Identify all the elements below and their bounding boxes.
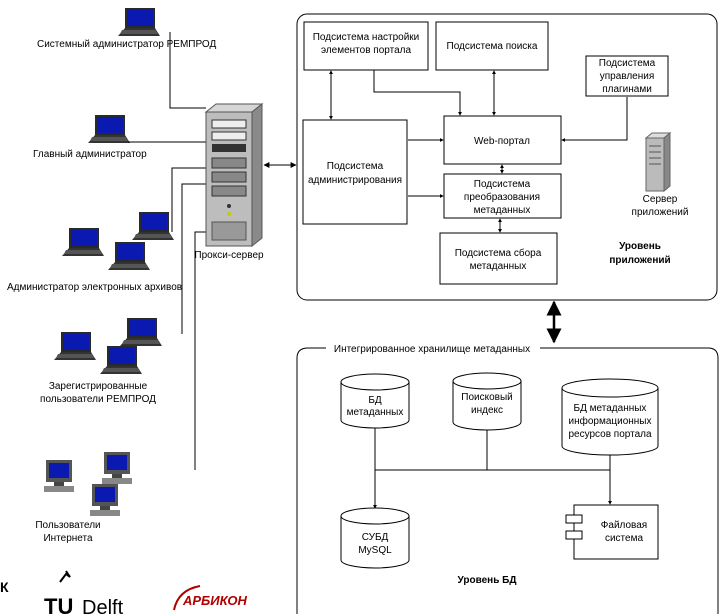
search-subsystem-box bbox=[435, 21, 549, 71]
transform-subsystem-box bbox=[443, 173, 562, 219]
transform-subsystem-label-3: метаданных bbox=[474, 205, 531, 216]
resources-db-label-3: ресурсов портала bbox=[568, 429, 652, 440]
app-level-label-2: приложений bbox=[609, 255, 670, 266]
file-system-label-1: Файловая bbox=[601, 520, 647, 531]
tudelft-logo: TU Delft bbox=[44, 570, 124, 614]
proxy-server-icon bbox=[204, 102, 264, 248]
admin-subsystem-box bbox=[302, 119, 408, 225]
search-index-cylinder bbox=[452, 372, 522, 431]
web-portal-label: Web-портал bbox=[474, 136, 530, 147]
db-level-label: Уровень БД bbox=[458, 575, 517, 586]
app-server-icon bbox=[644, 131, 672, 193]
db-level-container bbox=[296, 347, 719, 614]
user-main-admin: Главный администратор bbox=[33, 115, 147, 160]
db-level-title: Интегрированное хранилище метаданных bbox=[334, 344, 530, 355]
meta-db-cylinder bbox=[340, 373, 410, 429]
collect-subsystem-label-1: Подсистема сбора bbox=[455, 247, 542, 259]
laptop-icon bbox=[120, 318, 162, 346]
arbicon-logo-text: АРБИКОН bbox=[182, 593, 248, 608]
search-subsystem-label: Подсистема поиска bbox=[447, 41, 538, 52]
file-system-label-2: система bbox=[605, 533, 643, 544]
tudelft-logo-text: Delft bbox=[82, 597, 124, 614]
user-archive-admin: Администратор электронных архивов bbox=[7, 212, 182, 293]
db-connections bbox=[373, 428, 612, 509]
search-index-label-1: Поисковый bbox=[461, 392, 512, 403]
desktop-computer-icon bbox=[90, 484, 120, 516]
desktop-computer-icon bbox=[44, 460, 74, 492]
laptop-icon bbox=[132, 212, 174, 240]
resources-db-label-1: БД метаданных bbox=[574, 403, 647, 414]
admin-subsystem-label-2: администрирования bbox=[308, 175, 402, 186]
laptop-icon bbox=[100, 346, 142, 374]
plugins-subsystem-label-3: плагинами bbox=[602, 84, 652, 95]
config-subsystem-label-1: Подсистема настройки bbox=[313, 32, 420, 43]
user-sysadmin-label: Системный администратор РЕМПРОД bbox=[37, 39, 216, 50]
dbms-label-2: MySQL bbox=[358, 545, 392, 556]
dbms-label-1: СУБД bbox=[362, 532, 389, 543]
config-subsystem-box bbox=[303, 21, 429, 71]
plugins-subsystem-label-2: управления bbox=[600, 71, 655, 82]
partial-logo-text: К bbox=[0, 579, 9, 595]
user-registered-label-2: пользователи РЕМПРОД bbox=[40, 394, 156, 405]
laptop-icon bbox=[118, 8, 160, 36]
collect-subsystem-box bbox=[439, 232, 558, 285]
laptop-icon bbox=[54, 332, 96, 360]
user-main-admin-label: Главный администратор bbox=[33, 149, 147, 160]
app-server-label-2: приложений bbox=[632, 207, 689, 218]
user-sysadmin: Системный администратор РЕМПРОД bbox=[37, 8, 216, 50]
meta-db-label-1: БД bbox=[368, 395, 382, 406]
file-system-component bbox=[565, 504, 659, 560]
resources-db-cylinder bbox=[561, 378, 659, 456]
user-internet-label-2: Интернета bbox=[43, 533, 93, 544]
dbms-cylinder bbox=[340, 507, 410, 569]
tudelft-logo-prefix: TU bbox=[44, 594, 73, 614]
desktop-computer-icon bbox=[102, 452, 132, 484]
user-registered-label-1: Зарегистрированные bbox=[49, 381, 148, 392]
meta-db-label-2: метаданных bbox=[347, 407, 404, 418]
web-portal-box bbox=[443, 115, 562, 165]
config-subsystem-label-2: элементов портала bbox=[321, 45, 412, 56]
collect-subsystem-label-2: метаданных bbox=[470, 261, 527, 272]
search-index-label-2: индекс bbox=[471, 405, 503, 416]
laptop-icon bbox=[88, 115, 130, 143]
user-archive-admin-label: Администратор электронных архивов bbox=[7, 282, 182, 293]
user-internet: Пользователи Интернета bbox=[35, 452, 132, 544]
arbicon-logo: АРБИКОН bbox=[173, 585, 248, 611]
plugins-subsystem-box bbox=[585, 55, 669, 97]
user-registered: Зарегистрированные пользователи РЕМПРОД bbox=[40, 318, 162, 405]
user-internet-label-1: Пользователи bbox=[35, 520, 100, 531]
plugins-subsystem-label-1: Подсистема bbox=[599, 58, 656, 69]
flame-icon bbox=[59, 570, 71, 583]
transform-subsystem-label-1: Подсистема bbox=[474, 179, 531, 190]
transform-subsystem-label-2: преобразования bbox=[464, 191, 540, 203]
app-level-label-1: Уровень bbox=[619, 241, 661, 252]
resources-db-label-2: информационных bbox=[568, 415, 651, 427]
laptop-icon bbox=[108, 242, 150, 270]
laptop-icon bbox=[62, 228, 104, 256]
app-server-label-1: Сервер bbox=[643, 194, 678, 205]
proxy-server-label: Прокси-сервер bbox=[194, 250, 264, 261]
user-connections bbox=[128, 32, 206, 470]
app-level-arrows bbox=[329, 70, 628, 233]
admin-subsystem-label-1: Подсистема bbox=[327, 161, 384, 172]
